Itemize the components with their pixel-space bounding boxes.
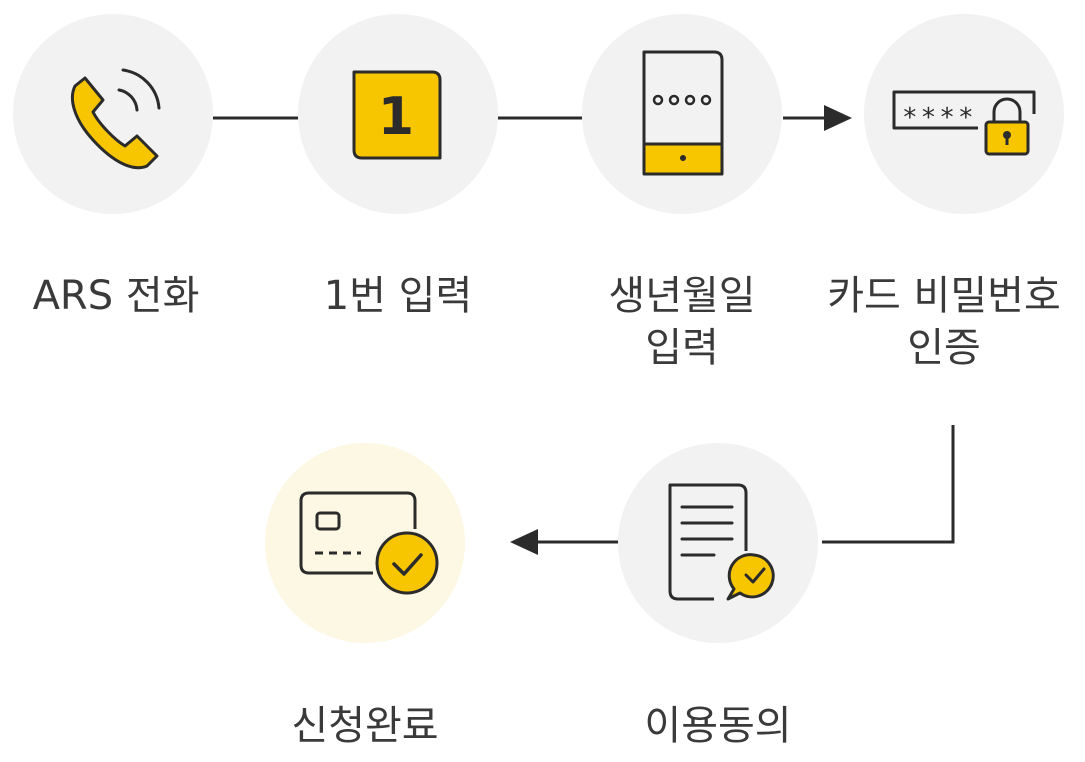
key-number-text: 1 [378,87,414,147]
step-complete-circle [265,443,465,643]
step-label-line: 생년월일 [608,273,756,319]
step-label-line: 인증 [907,325,981,371]
number-one-key-icon: 1 [352,70,442,160]
step-label-line: 신청완료 [291,703,439,749]
step-press-one-circle: 1 [298,14,498,214]
password-lock-icon: **** [892,90,1036,156]
step-label-line: 입력 [645,325,719,371]
step-birthdate-circle [582,14,782,214]
phone-icon [70,68,161,170]
arrow-head-right [824,105,852,131]
step-label-line: 1번 입력 [323,273,473,319]
step-label-line: 카드 비밀번호 [827,273,1061,319]
step-ars-call-circle [13,14,213,214]
step-label-line: 이용동의 [644,703,792,749]
step-ars-call-label: ARS 전화 [0,270,246,322]
phone-keypad-icon [642,50,724,176]
step-card-password-label: 카드 비밀번호 인증 [814,270,1074,374]
card-check-icon [299,491,439,595]
arrow-head-left [510,529,538,555]
step-consent-label: 이용동의 [588,700,848,752]
step-birthdate-label: 생년월일 입력 [552,270,812,374]
step-press-one-label: 1번 입력 [268,270,528,322]
step-consent-circle [618,443,818,643]
document-check-icon [668,483,775,601]
step-card-password-circle: **** [864,14,1064,214]
step-label-line: ARS 전화 [32,273,200,319]
password-mask-text: **** [902,103,977,133]
step-complete-label: 신청완료 [235,700,495,752]
connector-4-5 [822,425,955,544]
